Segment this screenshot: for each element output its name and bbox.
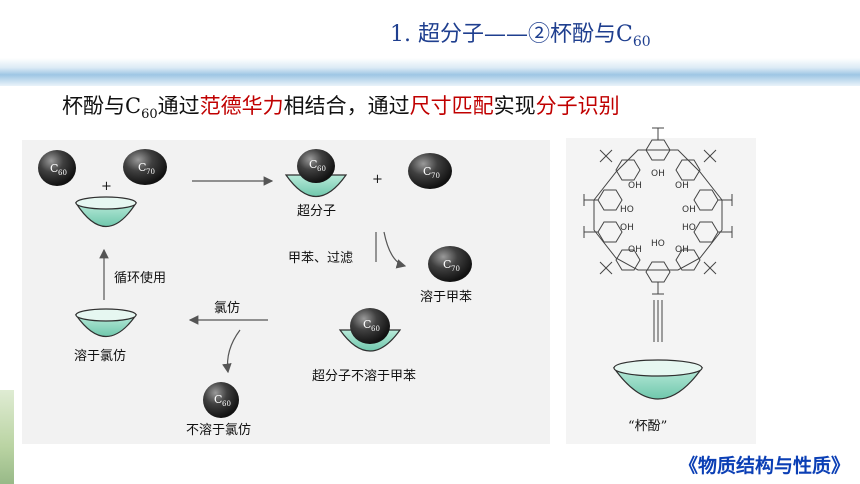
svg-text:OH: OH	[651, 169, 665, 179]
label-dissolve-toluene: 溶于甲苯	[420, 290, 472, 305]
calixarene-bowl	[612, 359, 704, 400]
bowl-chloroform	[74, 308, 138, 338]
book-title: 《物质结构与性质》	[678, 455, 850, 477]
calixarene-structure	[583, 127, 733, 295]
svg-text:HO: HO	[620, 205, 634, 215]
svg-text:OH: OH	[628, 181, 642, 191]
svg-text:OH: OH	[675, 245, 689, 255]
label-chloroform: 氯仿	[214, 301, 240, 316]
svg-text:OH: OH	[675, 181, 689, 191]
c60-insoluble: C 60	[203, 382, 239, 418]
supramolecule-bowl: C 60	[284, 149, 348, 198]
c70-dissolved: C 70	[428, 246, 472, 282]
svg-text:60: 60	[371, 325, 380, 333]
svg-text:C: C	[443, 258, 451, 271]
highlight-recognition: 分子识别	[535, 94, 620, 118]
svg-text:60: 60	[58, 169, 67, 177]
plus-sign: +	[101, 179, 112, 194]
svg-text:70: 70	[431, 172, 440, 180]
key-statement: 杯酚与C60通过范德华力相结合，通过尺寸匹配实现分子识别	[62, 94, 620, 122]
svg-text:C: C	[363, 318, 371, 331]
highlight-vdw: 范德华力	[199, 94, 284, 118]
svg-text:OH: OH	[628, 245, 642, 255]
slide-title: 1. 超分子——②杯酚与C60	[390, 22, 651, 50]
label-dissolve-chloroform: 溶于氯仿	[74, 349, 126, 364]
label-toluene-filter: 甲苯、过滤	[288, 251, 353, 266]
highlight-size-match: 尺寸匹配	[409, 94, 494, 118]
svg-text:C: C	[309, 158, 317, 171]
svg-text:OH: OH	[620, 223, 634, 233]
svg-text:C: C	[423, 165, 431, 178]
c70-ball: C 70	[123, 149, 167, 185]
svg-text:C: C	[214, 393, 222, 406]
separation-diagram-panel	[22, 140, 550, 444]
label-recycle: 循环使用	[114, 270, 166, 286]
svg-text:C: C	[50, 162, 58, 175]
label-calixarene: “杯酚”	[628, 419, 667, 434]
svg-text:HO: HO	[651, 239, 665, 249]
svg-text:HO: HO	[682, 223, 696, 233]
arrow-precipitate	[222, 329, 241, 374]
arrow-toluene-curve	[383, 231, 407, 269]
label-insoluble-toluene: 超分子不溶于甲苯	[312, 369, 416, 384]
label-insoluble-chloroform: 不溶于氯仿	[186, 423, 251, 438]
c70-ball-2: C 70	[408, 153, 452, 189]
label-supramolecule: 超分子	[297, 204, 336, 219]
svg-text:70: 70	[451, 265, 460, 273]
svg-text:60: 60	[222, 400, 231, 408]
c60-ball: C 60	[38, 150, 76, 186]
decor-strip	[0, 390, 14, 484]
plus-sign-2: +	[372, 172, 383, 187]
header-band	[0, 58, 860, 86]
svg-text:OH: OH	[682, 205, 696, 215]
svg-text:70: 70	[146, 168, 155, 176]
svg-text:60: 60	[317, 165, 326, 173]
svg-text:C: C	[138, 161, 146, 174]
bowl-icon	[74, 196, 138, 228]
supramolecule-insoluble: C 60	[338, 308, 402, 352]
